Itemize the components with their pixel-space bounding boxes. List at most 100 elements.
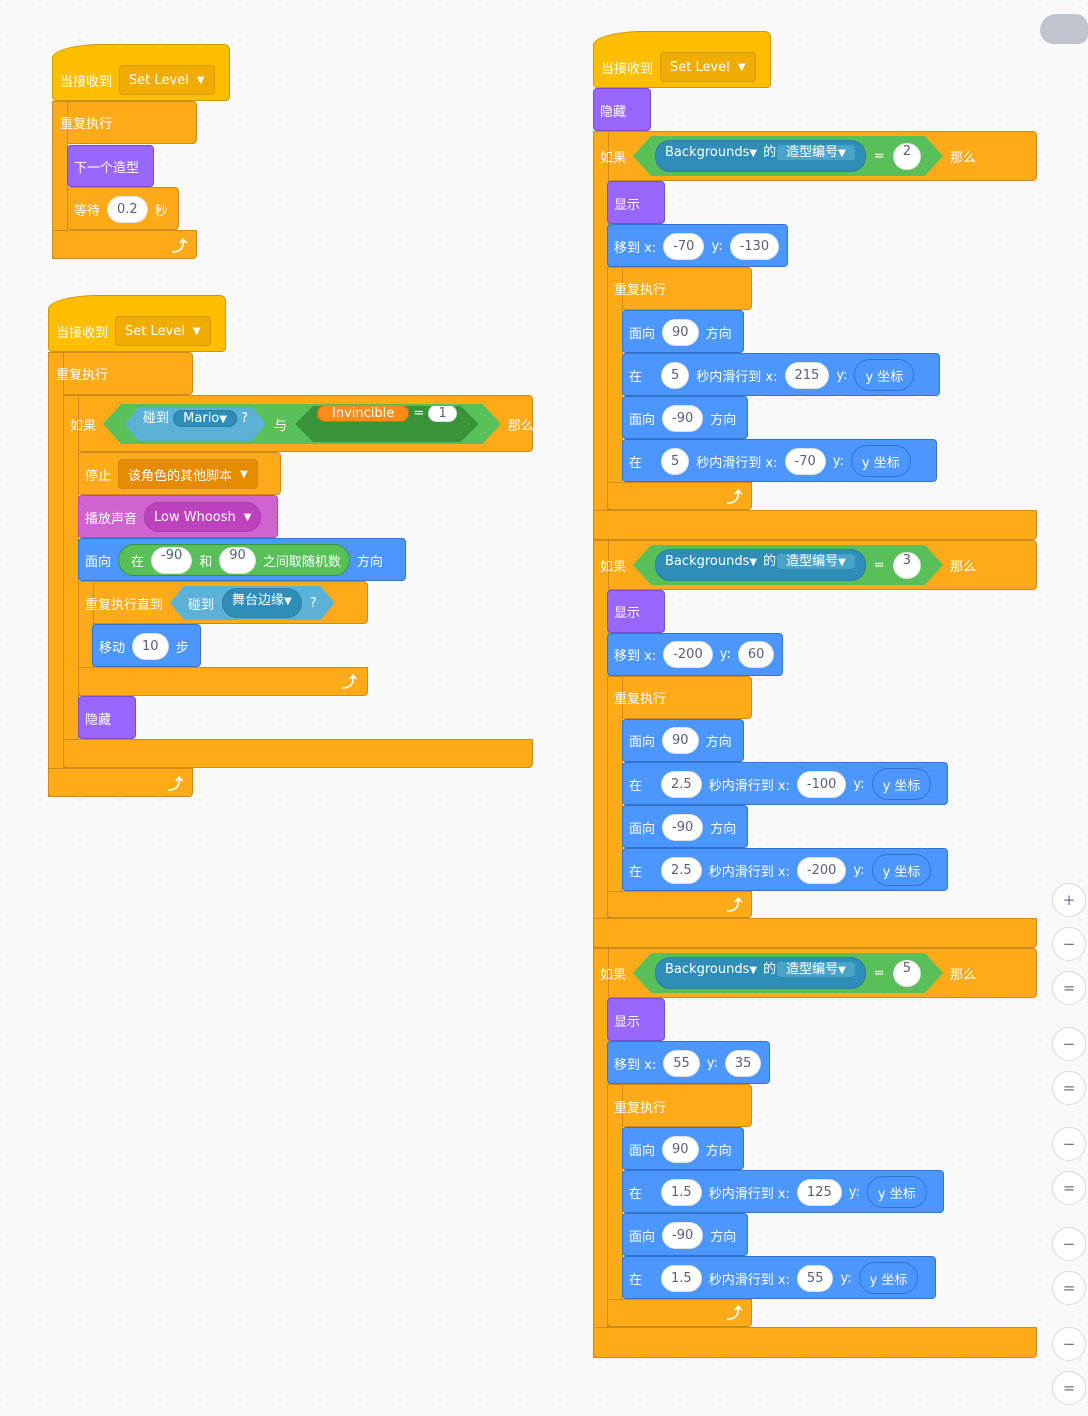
touching-target-dropdown[interactable]: Mario▼ — [173, 410, 237, 427]
show-block[interactable] — [607, 181, 665, 224]
y-label: y: — [711, 238, 723, 254]
glide-in-label: 在 — [629, 369, 643, 385]
goto-y-input[interactable]: 35 — [724, 1049, 762, 1077]
equals-value-input[interactable]: 1 — [428, 405, 456, 422]
glide-x-input[interactable]: 125 — [796, 1178, 842, 1206]
point-direction-block[interactable] — [622, 1213, 748, 1256]
zoom-reset-button[interactable]: = — [1052, 971, 1086, 1005]
equals-operator[interactable]: Invincible = 1 — [295, 406, 479, 442]
direction-input[interactable]: 90 — [662, 318, 699, 346]
goto-y-input[interactable]: 60 — [737, 640, 775, 668]
direction-input[interactable]: -90 — [662, 1221, 704, 1249]
y-position-reporter[interactable]: y 坐标 — [858, 1262, 919, 1294]
zoom-out-button[interactable]: − — [1052, 927, 1086, 961]
direction-input[interactable]: -90 — [662, 404, 704, 432]
zoom-out-button[interactable]: − — [1052, 1227, 1086, 1261]
y-label: y: — [706, 1055, 718, 1071]
hide-block[interactable] — [593, 88, 651, 131]
glide-in-label: 在 — [629, 1186, 643, 1202]
zoom-reset-button[interactable]: = — [1052, 1271, 1086, 1305]
random-to-input[interactable]: 90 — [219, 546, 256, 574]
backgrounds-dropdown[interactable]: Backgrounds▼的造型编号▼ — [655, 549, 866, 581]
move-block[interactable] — [92, 624, 201, 667]
event-label: 当接收到 — [601, 61, 654, 77]
costume-number-dropdown[interactable]: 造型编号▼ — [776, 961, 856, 978]
chevron-down-icon: ▼ — [196, 74, 205, 86]
equals-operator[interactable]: Backgrounds▼的造型编号▼ = 3 — [633, 545, 943, 585]
equals-value-input[interactable]: 5 — [893, 960, 921, 987]
equals-operator[interactable]: Backgrounds▼的造型编号▼ = 5 — [633, 953, 943, 993]
glide-seconds-input[interactable]: 5 — [661, 447, 690, 475]
goto-x-input[interactable]: 55 — [663, 1049, 700, 1077]
backgrounds-dropdown[interactable]: Backgrounds▼的造型编号▼ — [655, 140, 866, 172]
random-operator[interactable]: 在 -90 和 90 之间取随机数 — [118, 544, 350, 576]
direction-input[interactable]: 90 — [662, 1135, 699, 1163]
sprite-thumbnail[interactable] — [1040, 14, 1088, 44]
glide-x-input[interactable]: -100 — [796, 770, 847, 798]
zoom-out-button[interactable]: − — [1052, 1027, 1086, 1061]
forever-bottom — [607, 1299, 752, 1327]
equals-value-input[interactable]: 3 — [893, 552, 921, 579]
glide-seconds-input[interactable]: 2.5 — [661, 770, 702, 798]
stop-option-dropdown[interactable]: 该角色的其他脚本▼ — [118, 459, 258, 489]
direction-input[interactable]: 90 — [662, 726, 699, 754]
forever-block[interactable] — [607, 676, 752, 719]
glide-seconds-input[interactable]: 1.5 — [661, 1178, 702, 1206]
glide-seconds-input[interactable]: 1.5 — [661, 1264, 702, 1292]
message-dropdown[interactable]: Set Level▼ — [115, 316, 211, 346]
sound-dropdown[interactable]: Low Whoosh▼ — [144, 502, 262, 532]
y-position-reporter[interactable]: y 坐标 — [866, 1176, 927, 1208]
zoom-in-button[interactable]: + — [1052, 883, 1086, 917]
show-block[interactable] — [607, 590, 665, 633]
y-position-reporter[interactable]: y 坐标 — [854, 359, 915, 391]
forever-block[interactable] — [48, 352, 193, 395]
variable-reporter[interactable]: Invincible — [317, 405, 409, 422]
direction-input[interactable]: -90 — [662, 813, 704, 841]
goto-x-input[interactable]: -200 — [663, 640, 713, 668]
glide-seconds-input[interactable]: 2.5 — [661, 856, 702, 884]
zoom-reset-button[interactable]: = — [1052, 1171, 1086, 1205]
touching-condition[interactable]: 碰到 Mario▼ ? — [125, 407, 266, 441]
goto-y-input[interactable]: -130 — [729, 232, 780, 260]
y-label: y: — [836, 367, 848, 383]
backgrounds-label: Backgrounds — [665, 145, 750, 160]
goto-x-input[interactable]: -70 — [663, 232, 705, 260]
glide-x-input[interactable]: -70 — [784, 447, 826, 475]
glide-x-input[interactable]: 215 — [784, 361, 830, 389]
equals-operator[interactable]: Backgrounds▼的造型编号▼ = 2 — [633, 136, 943, 176]
message-dropdown[interactable]: Set Level▼ — [660, 52, 756, 82]
zoom-out-button[interactable]: − — [1052, 1327, 1086, 1361]
chevron-down-icon: ▼ — [240, 468, 248, 480]
forever-block[interactable] — [607, 267, 752, 310]
forever-block[interactable] — [52, 101, 197, 144]
zoom-reset-button[interactable]: = — [1052, 1071, 1086, 1105]
equals-value-input[interactable]: 2 — [893, 143, 921, 170]
forever-arm — [48, 352, 64, 797]
glide-seconds-input[interactable]: 5 — [661, 361, 690, 389]
message-dropdown[interactable]: Set Level▼ — [119, 65, 215, 95]
glide-x-input[interactable]: -200 — [796, 856, 847, 884]
move-steps-input[interactable]: 10 — [132, 632, 169, 660]
y-position-reporter[interactable]: y 坐标 — [871, 854, 932, 886]
wait-seconds-input[interactable]: 0.2 — [107, 195, 148, 223]
random-from-input[interactable]: -90 — [151, 546, 193, 574]
costume-number-dropdown[interactable]: 造型编号▼ — [776, 144, 856, 161]
chevron-down-icon: ▼ — [192, 325, 201, 337]
zoom-reset-button[interactable]: = — [1052, 1371, 1086, 1405]
costume-number-dropdown[interactable]: 造型编号▼ — [776, 553, 856, 570]
hide-block[interactable] — [78, 696, 136, 739]
edge-dropdown[interactable]: 舞台边缘▼ — [222, 588, 302, 618]
y-position-reporter[interactable]: y 坐标 — [871, 768, 932, 800]
show-block[interactable] — [607, 998, 665, 1041]
next-costume-block[interactable] — [67, 145, 154, 187]
y-position-reporter[interactable]: y 坐标 — [850, 445, 911, 477]
glide-x-input[interactable]: 55 — [796, 1264, 834, 1292]
forever-block[interactable] — [607, 1084, 752, 1127]
zoom-out-icon: − — [1062, 1135, 1076, 1153]
touching-edge-condition[interactable]: 碰到 舞台边缘▼ ? — [170, 586, 335, 620]
and-operator[interactable]: 碰到 Mario▼ ? 与 Invincible = 1 — [103, 404, 501, 444]
y-label: y: — [848, 1184, 860, 1200]
of-label: 的 — [763, 145, 777, 160]
zoom-out-button[interactable]: − — [1052, 1127, 1086, 1161]
backgrounds-dropdown[interactable]: Backgrounds▼的造型编号▼ — [655, 957, 866, 989]
